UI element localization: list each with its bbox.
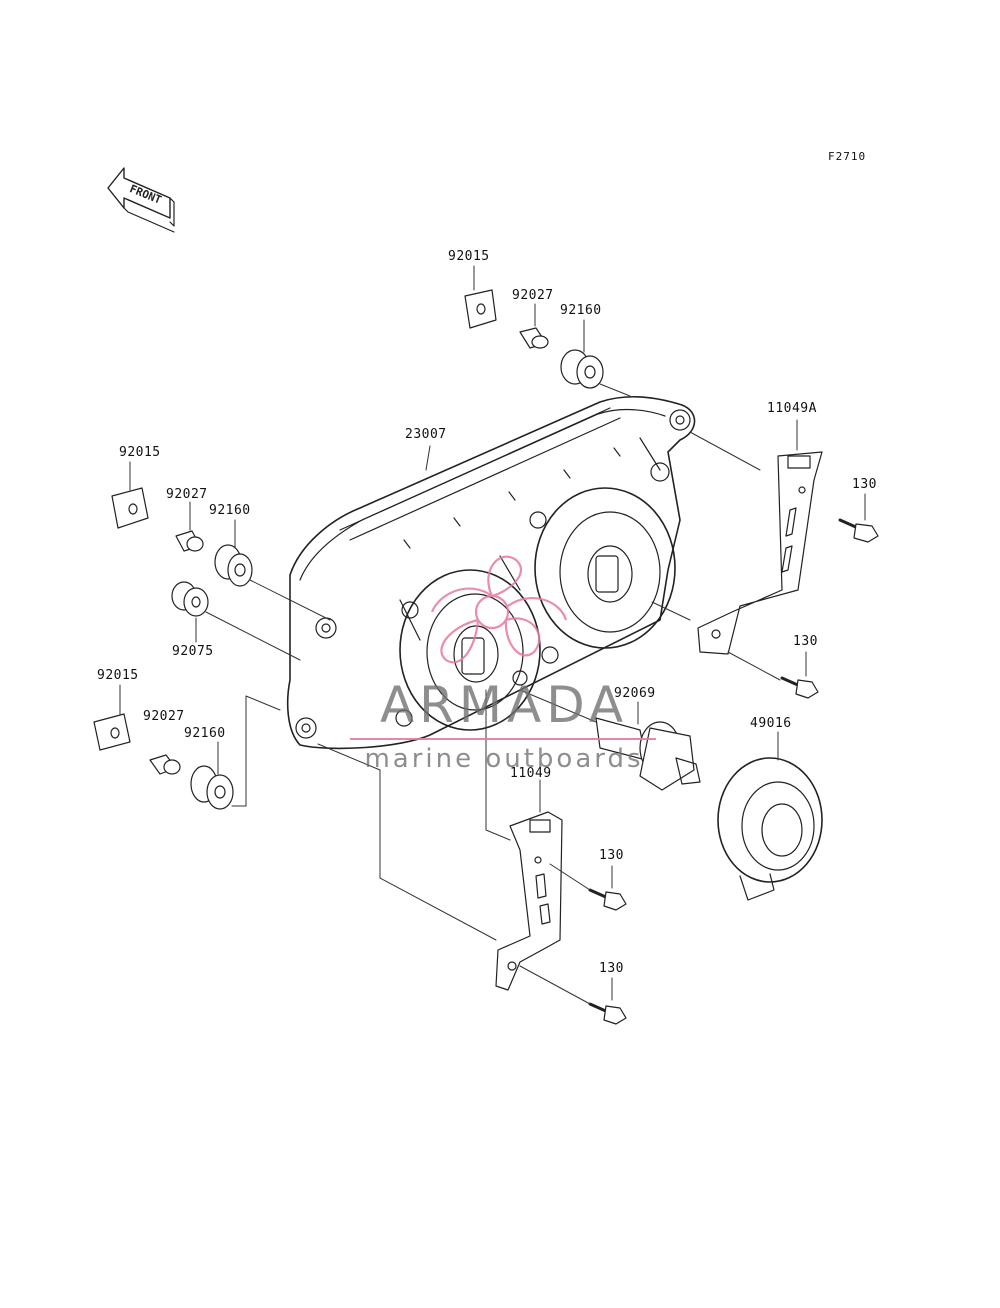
part-label-130-a: 130 (852, 477, 877, 492)
part-label-92027-low: 92027 (143, 709, 185, 724)
clip-92015-mid (111, 487, 149, 529)
part-label-92015-mid: 92015 (119, 445, 161, 460)
part-label-92027-top: 92027 (512, 288, 554, 303)
watermark-subtitle: marine outboards (364, 744, 644, 774)
part-label-92160-top: 92160 (560, 303, 602, 318)
part-label-130-c: 130 (599, 848, 624, 863)
bolt-130-c (588, 888, 627, 911)
headlight-housing (286, 395, 696, 750)
part-label-92069: 92069 (614, 686, 656, 701)
part-label-92160-low: 92160 (184, 726, 226, 741)
part-label-11049a: 11049A (767, 401, 817, 416)
clip-92015-low (93, 713, 131, 751)
bolt-130-d (588, 1002, 627, 1025)
grommet-92160-mid (214, 544, 253, 587)
leader-lines (119, 265, 866, 1005)
part-label-92075: 92075 (172, 644, 214, 659)
front-arrow-icon: FRONT (107, 167, 175, 233)
part-label-92160-mid: 92160 (209, 503, 251, 518)
bracket-11049a (697, 451, 823, 655)
bolt-130-b (780, 676, 819, 699)
collar-92027-top (519, 327, 549, 349)
grommet-92160-top (560, 349, 604, 389)
part-label-130-d: 130 (599, 961, 624, 976)
collar-92027-mid (175, 530, 204, 552)
clip-92015-top (464, 289, 497, 329)
part-label-92015-low: 92015 (97, 668, 139, 683)
part-label-23007: 23007 (405, 427, 447, 442)
watermark-title: ARMADA (379, 676, 629, 734)
grommet-92160-low (190, 765, 234, 810)
grommet-92075 (171, 581, 209, 617)
bracket-11049 (495, 811, 563, 991)
collar-92027-low (149, 754, 181, 775)
part-label-11049: 11049 (510, 766, 552, 781)
part-label-92027-mid: 92027 (166, 487, 208, 502)
figure-reference-code: F2710 (828, 150, 867, 163)
part-label-49016: 49016 (750, 716, 792, 731)
part-label-130-b: 130 (793, 634, 818, 649)
armada-logo-mark (430, 555, 568, 664)
bolt-130-a (838, 518, 879, 543)
part-label-92015-top: 92015 (448, 249, 490, 264)
watermark-divider (350, 738, 656, 740)
bulb-49016 (717, 757, 823, 901)
